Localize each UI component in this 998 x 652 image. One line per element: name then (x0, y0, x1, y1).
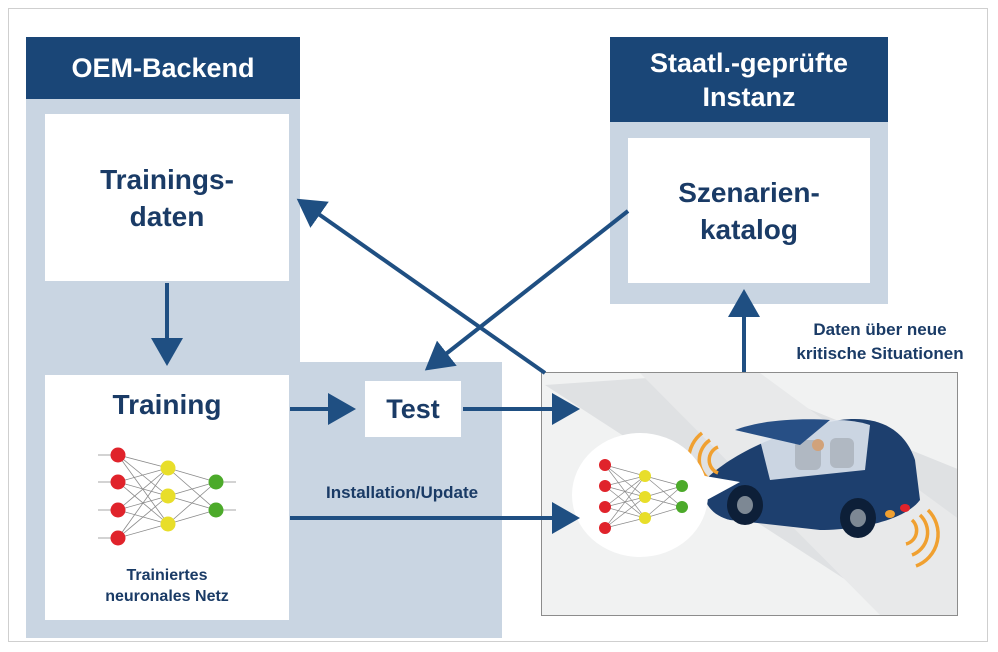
arrows (151, 198, 760, 534)
trainingsdaten-box: Trainings- daten (45, 114, 289, 281)
autonomous-car-icon (703, 419, 920, 538)
training-title: Training (112, 389, 222, 420)
diagram-frame (8, 8, 988, 642)
data-new-situations-label: Daten über neue kritische Situationen (796, 320, 964, 363)
scene-content (545, 373, 957, 615)
test-box: Test (365, 381, 461, 437)
oem-backend-header: OEM-Backend (26, 37, 300, 99)
neural-network-icon (98, 447, 236, 546)
scene-neural-network-icon (599, 459, 688, 534)
szenarienkatalog-box: Szenarien- katalog (628, 138, 870, 283)
authority-header: Staatl.-geprüfte Instanz (610, 37, 888, 122)
installation-update-label: Installation/Update (326, 483, 479, 502)
arrow-katalog-to-test (424, 209, 630, 371)
arrow-scene-to-trainingsdaten (296, 198, 547, 375)
trainiertes-netz-label: Trainiertes neuronales Netz (105, 567, 229, 605)
